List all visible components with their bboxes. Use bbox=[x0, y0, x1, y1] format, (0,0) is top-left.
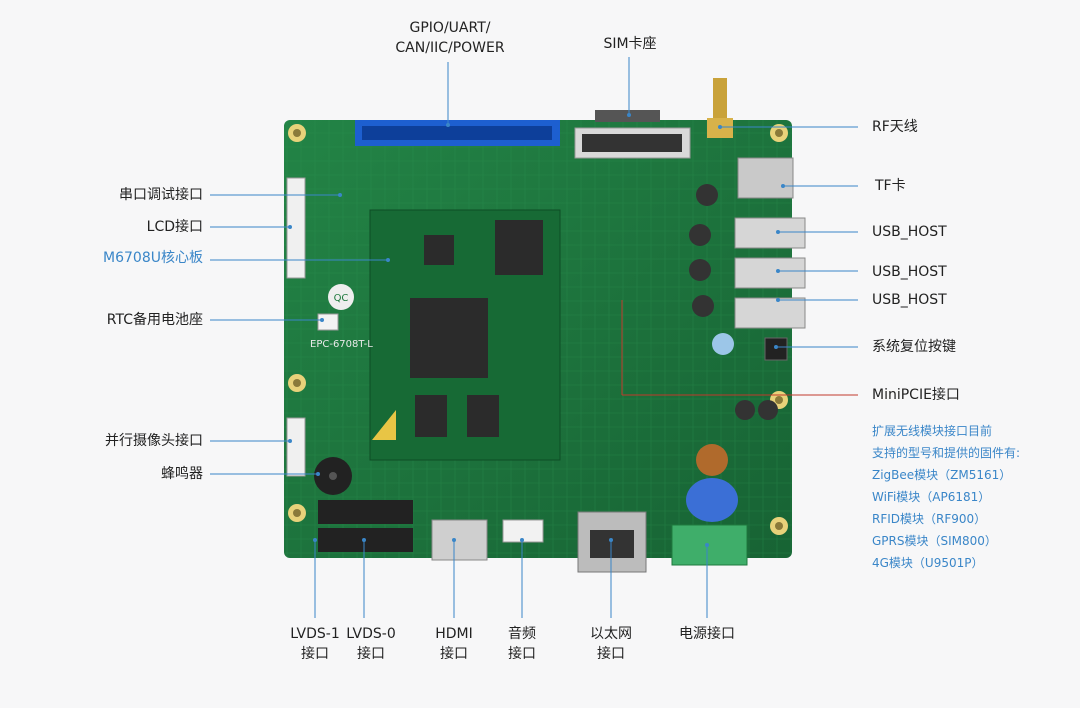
label-power: 电源接口 bbox=[679, 626, 735, 642]
tf-slot bbox=[737, 157, 794, 199]
sim-slot bbox=[574, 110, 691, 159]
label-gpio: GPIO/UART/ CAN/IIC/POWER bbox=[395, 20, 505, 56]
note-line: RFID模块（RF900） bbox=[872, 512, 987, 526]
label-serial: 串口调试接口 bbox=[119, 187, 203, 203]
usb-port-1 bbox=[734, 217, 806, 249]
audio-port bbox=[502, 519, 544, 543]
label-minipcie: MiniPCIE接口 bbox=[872, 387, 960, 403]
camera-connector bbox=[286, 417, 306, 477]
note-line: GPRS模块（SIM800） bbox=[872, 534, 997, 548]
label-rf: RF天线 bbox=[872, 119, 918, 135]
note-line: WiFi模块（AP6181） bbox=[872, 490, 991, 504]
label-hdmi: HDMI 接口 bbox=[435, 626, 473, 662]
label-lvds1: LVDS-1 接口 bbox=[290, 626, 340, 662]
label-lvds0: LVDS-0 接口 bbox=[346, 626, 396, 662]
label-usb1: USB_HOST bbox=[872, 224, 947, 240]
model-text: EPC-6708T-L bbox=[310, 339, 373, 350]
label-usb3: USB_HOST bbox=[872, 292, 947, 308]
usb-port-3 bbox=[734, 297, 806, 329]
label-lcd: LCD接口 bbox=[146, 219, 203, 235]
core-board bbox=[369, 209, 561, 461]
rtc-socket bbox=[317, 313, 339, 331]
note-line: 支持的型号和提供的固件有: bbox=[872, 446, 1021, 460]
label-audio: 音频 接口 bbox=[508, 626, 536, 662]
label-sim: SIM卡座 bbox=[603, 36, 657, 52]
note-line: 4G模块（U9501P） bbox=[872, 556, 984, 570]
gpio-header bbox=[355, 120, 560, 146]
note-line: ZigBee模块（ZM5161） bbox=[872, 468, 1012, 482]
label-rtc: RTC备用电池座 bbox=[106, 312, 203, 328]
note-line: 扩展无线模块接口目前 bbox=[872, 424, 993, 438]
qc-text: QC bbox=[334, 293, 349, 304]
leader-lines bbox=[210, 57, 858, 618]
wireless-module-note: 扩展无线模块接口目前 支持的型号和提供的固件有: ZigBee模块（ZM5161… bbox=[872, 420, 1020, 574]
lvds1-header bbox=[318, 500, 413, 524]
label-tf: TF卡 bbox=[875, 178, 906, 194]
qc-mark bbox=[328, 284, 354, 310]
label-core: M6708U核心板 bbox=[103, 250, 203, 266]
power-connector bbox=[671, 524, 748, 566]
label-camera: 并行摄像头接口 bbox=[105, 433, 203, 449]
label-usb2: USB_HOST bbox=[872, 264, 947, 280]
usb-port-2 bbox=[734, 257, 806, 289]
label-ethernet: 以太网 接口 bbox=[590, 626, 632, 662]
hdmi-port bbox=[431, 519, 488, 561]
label-reset: 系统复位按键 bbox=[872, 339, 956, 355]
label-buzzer: 蜂鸣器 bbox=[161, 466, 203, 482]
lcd-connector bbox=[286, 177, 306, 279]
